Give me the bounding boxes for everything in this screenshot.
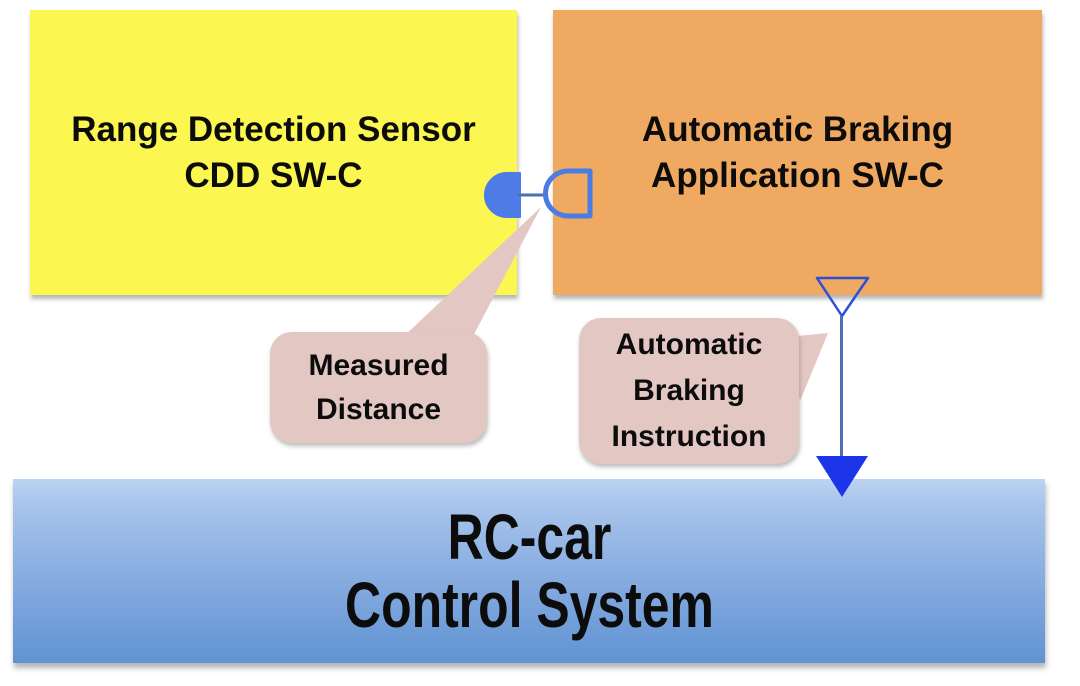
rc-car-label-line1: RC-car (447, 501, 611, 573)
braking-app-label-line1: Automatic Braking (641, 109, 954, 149)
measured-distance-line2: Distance (315, 392, 442, 426)
measured-distance-callout: Measured Distance (270, 332, 487, 443)
braking-instruction-line1: Automatic (615, 328, 763, 361)
braking-app-label-line2: Application SW-C (651, 155, 944, 195)
measured-distance-line1: Measured (308, 348, 449, 382)
braking-instruction-line2: Braking (633, 374, 745, 407)
range-sensor-label-line1: Range Detection Sensor (71, 109, 476, 149)
rc-car-label-line2: Control System (344, 569, 714, 641)
rc-car-label: RC-car Control System (345, 503, 714, 639)
range-sensor-label-line2: CDD SW-C (184, 155, 363, 195)
braking-instruction-callout: Automatic Braking Instruction (579, 318, 799, 464)
range-detection-sensor-box: Range Detection Sensor CDD SW-C (30, 10, 517, 295)
rc-car-control-system-box: RC-car Control System (13, 479, 1045, 663)
automatic-braking-application-box: Automatic Braking Application SW-C (553, 10, 1042, 295)
braking-instruction-line3: Instruction (611, 420, 767, 453)
